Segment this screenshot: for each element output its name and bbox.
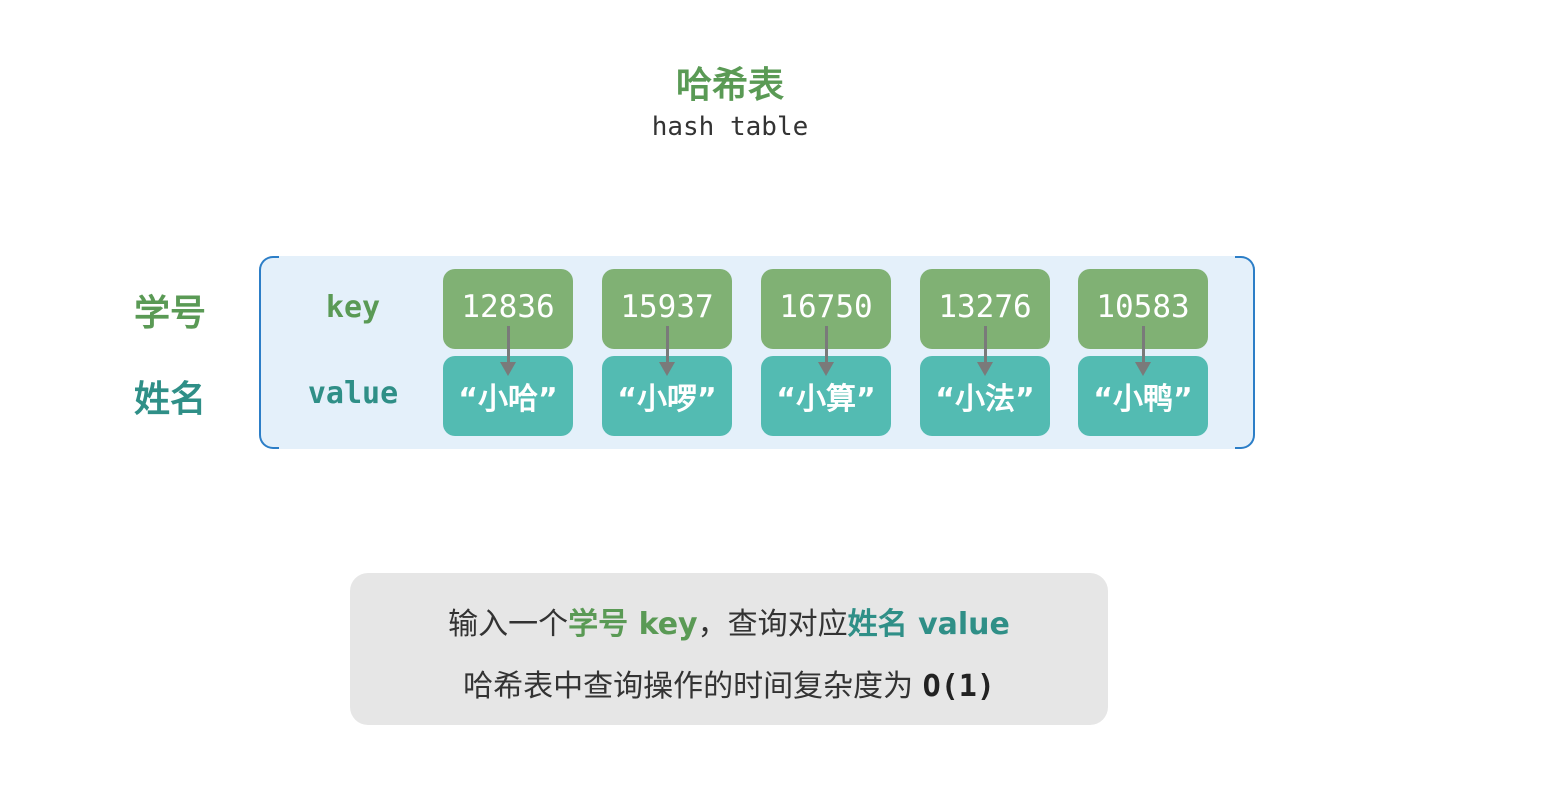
key-label-cn: 学号 <box>134 293 207 334</box>
value-label-cn: 姓名 <box>134 379 207 420</box>
mapping-arrow <box>659 326 675 376</box>
explanation-box: 输入一个学号 key，查询对应姓名 value 哈希表中查询操作的时间复杂度为 … <box>350 573 1108 725</box>
diagram-title: 哈希表 <box>675 65 784 106</box>
value-label-en: value <box>307 376 399 411</box>
explanation-line-2: 哈希表中查询操作的时间复杂度为 O(1) <box>350 661 1108 705</box>
value-cell: “小算” <box>761 356 891 436</box>
key-cell: 15937 <box>602 269 732 349</box>
left-bracket <box>259 256 279 449</box>
value-cell: “小哈” <box>443 356 573 436</box>
mapping-arrow <box>1135 326 1151 376</box>
mapping-arrow <box>500 326 516 376</box>
note-text: 哈希表中查询操作的时间复杂度为 <box>463 669 923 704</box>
mapping-arrow <box>818 326 834 376</box>
note-value-highlight: 姓名 value <box>847 607 1010 642</box>
diagram-subtitle: hash table <box>651 112 809 142</box>
explanation-line-1: 输入一个学号 key，查询对应姓名 value <box>350 599 1108 643</box>
note-text: ，查询对应 <box>697 607 848 642</box>
right-bracket <box>1235 256 1255 449</box>
complexity-label: O(1) <box>922 669 995 704</box>
note-key-highlight: 学号 key <box>568 607 698 642</box>
note-text: 输入一个 <box>448 607 569 642</box>
key-label-en: key <box>325 290 381 325</box>
mapping-arrow <box>977 326 993 376</box>
key-cell: 12836 <box>443 269 573 349</box>
